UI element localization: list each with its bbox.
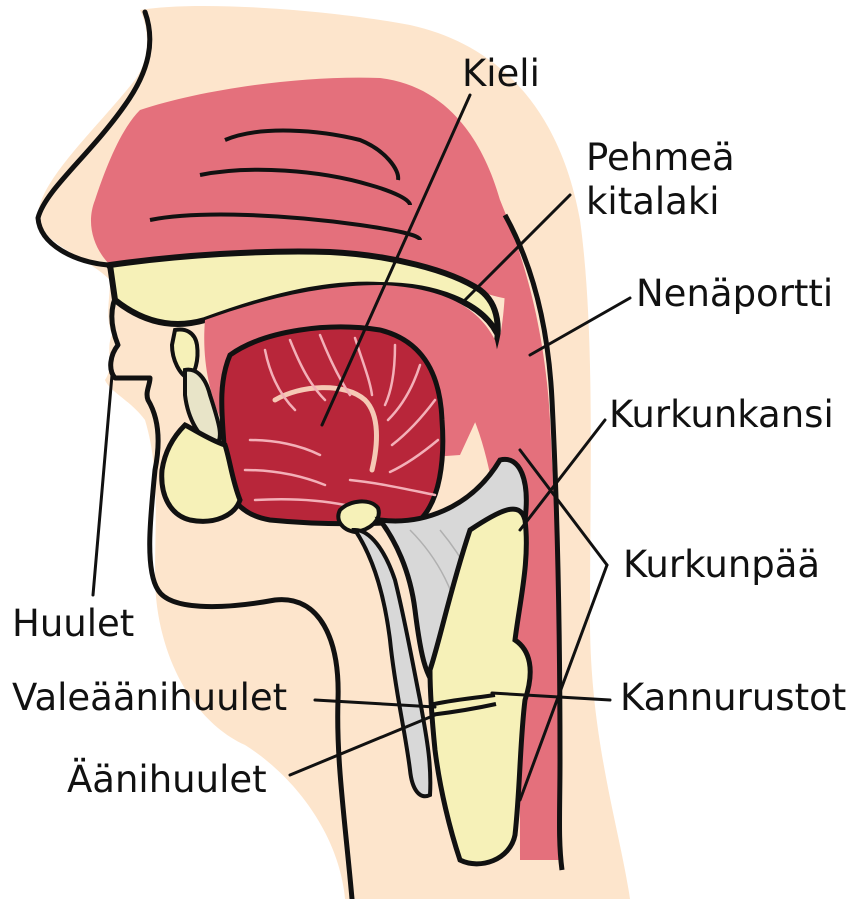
label-huulet: Huulet (12, 602, 134, 646)
label-kannurustot: Kannurustot (620, 676, 846, 720)
label-pehmea-line2: kitalaki (586, 180, 735, 224)
label-kieli: Kieli (462, 52, 540, 96)
label-kurkunpaa: Kurkunpää (623, 543, 820, 587)
label-pehmea-line1: Pehmeä (586, 136, 735, 180)
label-nenaportti: Nenäportti (636, 272, 833, 316)
label-pehmea-kitalaki: Pehmeä kitalaki (586, 136, 735, 224)
label-aanihuulet: Äänihuulet (67, 758, 267, 802)
label-kurkunkansi: Kurkunkansi (609, 393, 834, 437)
tongue (222, 327, 443, 524)
leader-huulet (93, 375, 112, 595)
label-valeaanihuulet: Valeäänihuulet (12, 676, 287, 720)
